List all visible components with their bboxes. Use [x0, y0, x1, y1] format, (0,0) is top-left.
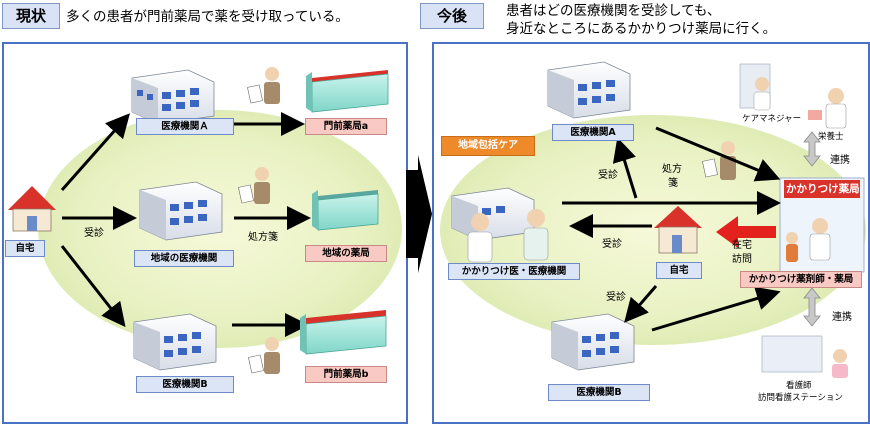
arrow-home-to-hospital-a: [60, 113, 130, 191]
family-doctor-building-icon: [451, 187, 535, 241]
home-house-icon-right: [654, 206, 702, 254]
home-label-left: 自宅: [5, 240, 45, 257]
doctor-icon: [467, 213, 493, 263]
arrow-home-to-hospital-b-right: [624, 285, 658, 323]
home-house-icon-left: [8, 186, 56, 232]
home-label-right: 自宅: [656, 262, 702, 279]
pharmacist-icon: [809, 218, 831, 261]
pharmacy-b-building-icon: [300, 310, 387, 355]
local-hospital-label: 地域の医療機関: [134, 250, 234, 267]
home-visit-label-line2: 訪問: [732, 254, 752, 265]
pharmacy-a-label: 門前薬局a: [305, 118, 387, 135]
local-pharmacy-label: 地域の薬局: [305, 245, 387, 262]
dietitian-icon: [808, 88, 847, 129]
current-status-headline: 多くの患者が門前薬局で薬を受け取っている。: [66, 9, 349, 25]
elderly-patient-icon-3: [248, 337, 280, 374]
consult-label-left: 受診: [84, 228, 104, 239]
visiting-nurse-station-label: 訪問看護ステーション: [758, 393, 843, 403]
home-visit-label-line1: 在宅: [732, 240, 752, 251]
link-double-arrow-top: [803, 131, 821, 167]
visiting-nurse-icon: [761, 335, 848, 378]
prescription-label-right-line1: 処方: [662, 164, 682, 175]
arrow-home-to-hospital-a-right: [612, 137, 638, 199]
elderly-patient-icon-2: [238, 167, 270, 204]
nurse-icon: [523, 209, 549, 261]
consult-label-right-1: 受診: [598, 170, 618, 181]
family-doctor-label: かかりつけ医・医療機関: [448, 263, 580, 280]
elderly-patient-icon-right: [702, 141, 736, 180]
transition-arrow: [406, 155, 432, 273]
hospital-a-label-right: 医療機関A: [552, 124, 634, 141]
hospital-a-label: 医療機関Ａ: [136, 118, 234, 135]
link-label-bottom: 連携: [832, 312, 852, 323]
kakaritsuke-pharmacy-sign: かかりつけ薬局: [786, 183, 860, 195]
home-visit-arrow: [716, 216, 776, 248]
arrow-hospital-b-to-pharmacy: [651, 286, 781, 332]
arrow-hospital-a-to-pharmacy: [655, 126, 781, 182]
community-care-tag: 地域包括ケア: [441, 136, 535, 156]
hospital-building-icon: [131, 69, 215, 125]
link-double-arrow-bottom: [803, 287, 821, 327]
dietitian-label: 栄養士: [818, 132, 844, 142]
kakaritsuke-pharmacist-label: かかりつけ薬剤師・薬局: [740, 271, 862, 288]
patients-family-icon: [786, 232, 798, 262]
consult-label-right-3: 受診: [606, 292, 626, 303]
arrow-home-to-hospital-b: [60, 245, 126, 328]
future-tag: 今後: [420, 3, 484, 29]
hospital-a-building-icon-right: [547, 61, 631, 119]
current-status-tag: 現状: [2, 3, 60, 29]
local-pharmacy-building-icon: [312, 190, 379, 231]
elderly-patient-icon: [247, 67, 280, 104]
future-headline-line2: 身近なところにあるかかりつけ薬局に行く。: [506, 21, 777, 37]
pharmacy-b-label: 門前薬局b: [305, 366, 387, 383]
hospital-b-building-icon-right: [551, 313, 635, 371]
hospital-b-label-right: 医療機関B: [548, 384, 650, 401]
pharmacy-a-building-icon: [306, 70, 389, 113]
prescription-label-left: 処方箋: [248, 232, 278, 243]
future-headline-line1: 患者はどの医療機関を受診しても、: [506, 3, 721, 19]
local-hospital-building-icon: [139, 181, 223, 241]
care-manager-icon: [739, 63, 771, 111]
prescription-label-right-line2: 箋: [668, 178, 678, 189]
link-label-top: 連携: [830, 155, 850, 166]
consult-label-right-2: 受診: [602, 239, 622, 250]
nurse-label: 看護師: [786, 381, 812, 391]
hospital-b-label: 医療機関B: [136, 376, 234, 393]
hospital-b-building-icon: [133, 313, 217, 371]
care-manager-label: ケアマネジャー: [742, 114, 802, 124]
